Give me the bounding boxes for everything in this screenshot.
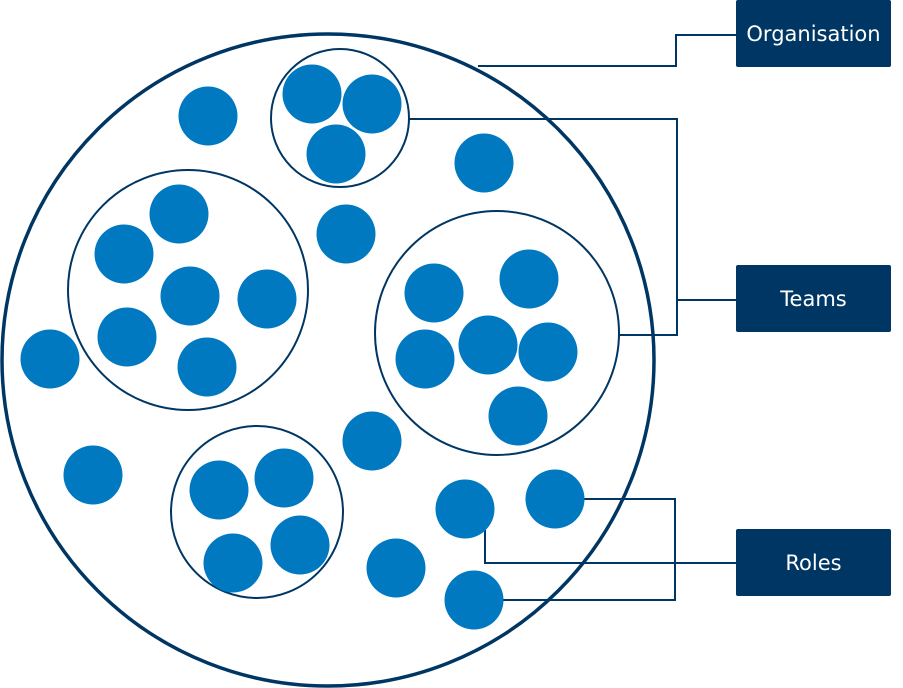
team-bottom-circle: [170, 425, 344, 599]
role-dot: [178, 86, 238, 146]
team-top-circle: [270, 48, 410, 188]
team-role-dot: [518, 322, 578, 382]
organisation-label: Organisation: [746, 21, 881, 46]
team-role-dot: [499, 249, 559, 309]
roles-layer: [20, 64, 585, 630]
organisation-circle: [0, 32, 656, 688]
team-role-dot: [189, 460, 249, 520]
role-dot: [20, 329, 80, 389]
team-role-dot: [254, 448, 314, 508]
role-dot: [444, 570, 504, 630]
team-role-dot: [97, 307, 157, 367]
role-dot: [63, 445, 123, 505]
teams-label-box: Teams: [736, 265, 891, 332]
team-left-circle: [67, 169, 309, 411]
team-role-dot: [404, 263, 464, 323]
role-dot: [366, 538, 426, 598]
teams-bracket-connector: [409, 118, 678, 336]
role-dot: [342, 411, 402, 471]
team-role-dot: [458, 315, 518, 375]
role-dot: [435, 479, 495, 539]
team-role-dot: [395, 329, 455, 389]
roles-bracket-connector: [503, 498, 676, 601]
connector-lines: [409, 34, 736, 601]
team-role-dot: [160, 266, 220, 326]
team-role-dot: [270, 515, 330, 575]
team-role-dot: [177, 337, 237, 397]
team-role-dot: [342, 74, 402, 134]
roles-connector: [484, 530, 736, 564]
roles-label-box: Roles: [736, 529, 891, 596]
teams-label: Teams: [780, 286, 847, 311]
organisation-label-box: Organisation: [736, 0, 891, 67]
role-dot: [316, 204, 376, 264]
team-role-dot: [282, 64, 342, 124]
team-role-dot: [488, 386, 548, 446]
team-right-circle: [374, 210, 620, 456]
team-role-dot: [306, 124, 366, 184]
team-role-dot: [149, 184, 209, 244]
teams-layer: [67, 48, 620, 599]
team-role-dot: [94, 224, 154, 284]
organisation-layer: [0, 32, 656, 688]
organisation-connector: [478, 34, 736, 67]
roles-label: Roles: [785, 550, 842, 575]
team-role-dot: [203, 533, 263, 593]
role-dot: [525, 469, 585, 529]
team-role-dot: [237, 269, 297, 329]
role-dot: [454, 133, 514, 193]
